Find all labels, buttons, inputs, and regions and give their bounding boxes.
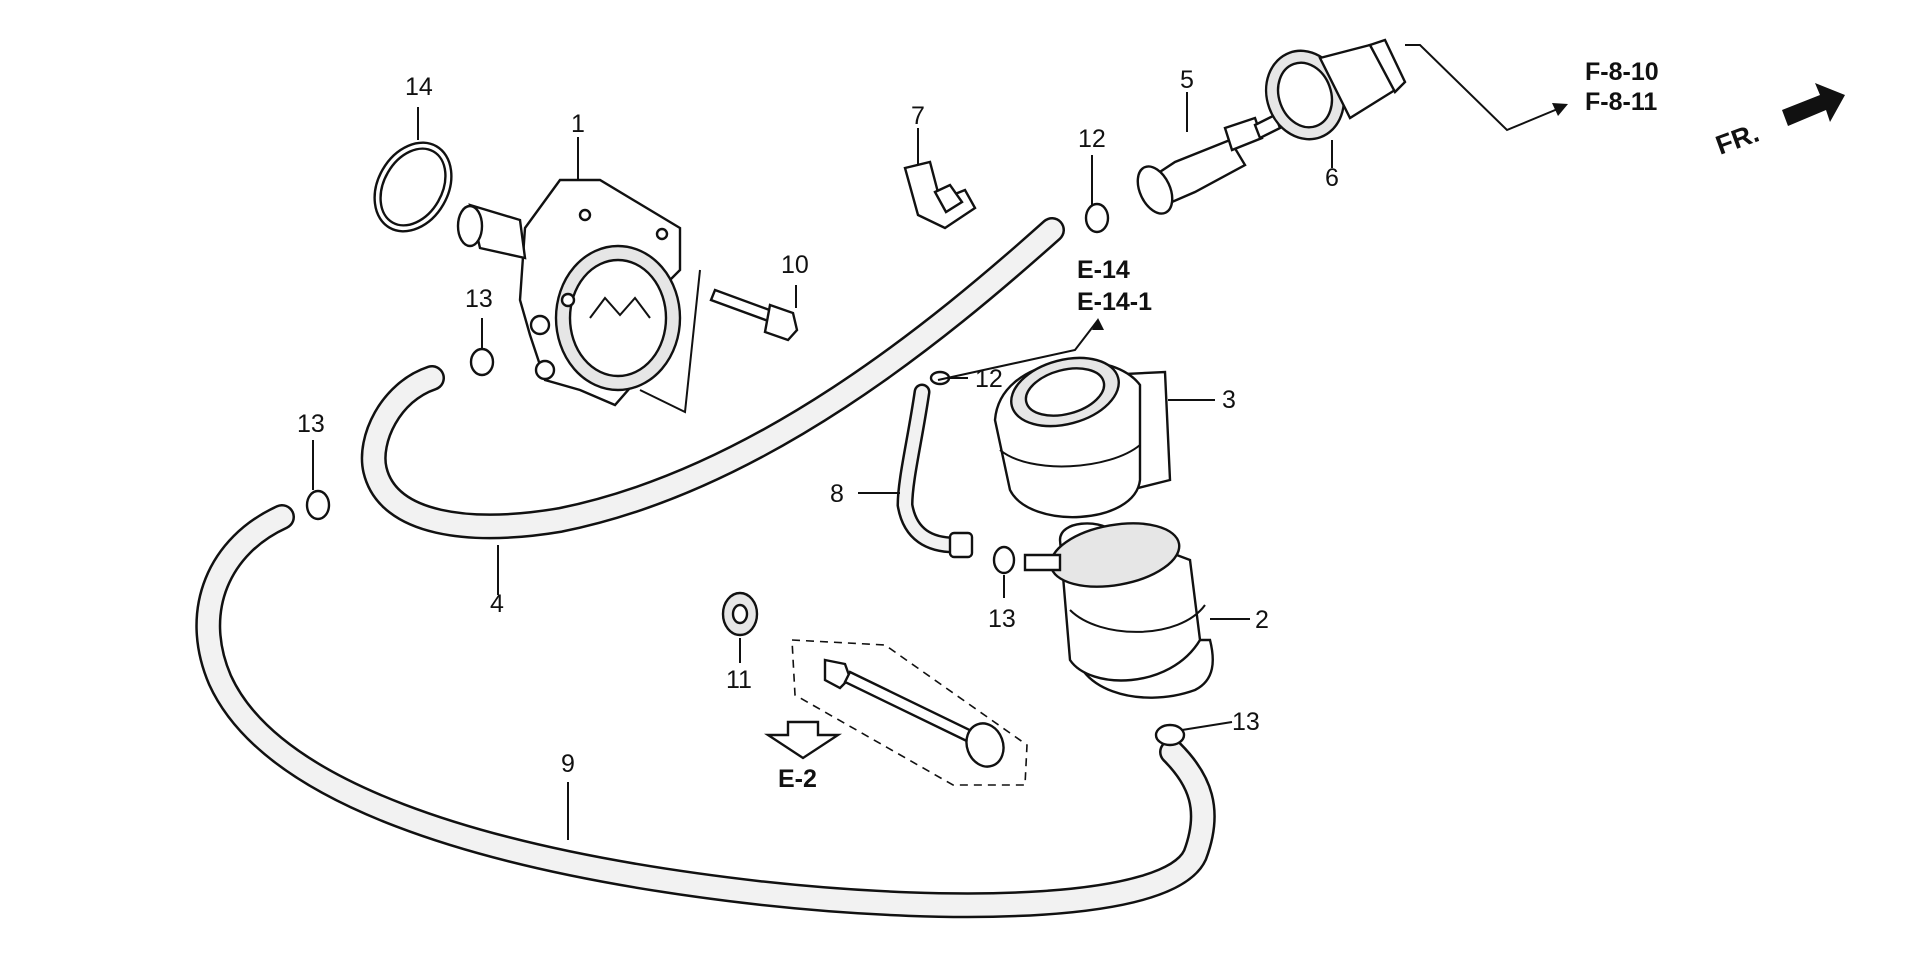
leader-lines (312, 44, 1568, 840)
callout-4: 4 (490, 590, 504, 618)
washer-11 (721, 591, 759, 637)
clamp-13-c (992, 545, 1016, 575)
callout-8: 8 (830, 480, 844, 508)
pin-detail-box (791, 639, 1028, 786)
hose-9 (195, 504, 1216, 919)
callout-13-d: 13 (1232, 708, 1260, 736)
clip-7 (903, 160, 977, 230)
callout-13-a: 13 (465, 285, 493, 313)
callout-3: 3 (1222, 386, 1236, 414)
callout-14: 14 (405, 73, 433, 101)
front-arrow-icon (1782, 83, 1845, 126)
ref-f-8-10[interactable]: F-8-10 (1585, 58, 1659, 86)
front-label: FR. (1712, 118, 1763, 161)
callout-9: 9 (561, 750, 575, 778)
callout-2: 2 (1255, 606, 1269, 634)
callout-7: 7 (911, 102, 925, 130)
clamp-12-a (1084, 202, 1110, 234)
bolt-10 (709, 288, 799, 342)
callout-6: 6 (1325, 164, 1339, 192)
callout-11: 11 (726, 666, 752, 694)
fitting-5 (1136, 113, 1282, 215)
callout-13-b: 13 (297, 410, 325, 438)
callout-12-a: 12 (1078, 125, 1106, 153)
ref-e-2[interactable]: E-2 (778, 765, 817, 793)
ref-e-14-1[interactable]: E-14-1 (1077, 288, 1152, 316)
o-ring-14 (373, 141, 453, 233)
callout-12-b: 12 (975, 365, 1003, 393)
clamp-13-a (469, 347, 495, 377)
canister-3 (993, 356, 1172, 519)
callout-13-c: 13 (988, 605, 1016, 633)
valve-body-1 (456, 178, 701, 414)
ref-e-14[interactable]: E-14 (1077, 256, 1130, 284)
hose-4 (360, 217, 1065, 540)
callout-10: 10 (781, 251, 809, 279)
clamp-13-b (305, 489, 331, 521)
clamp-13-d (1154, 723, 1186, 747)
callout-1: 1 (571, 110, 585, 138)
callout-5: 5 (1180, 66, 1194, 94)
ref-f-8-11[interactable]: F-8-11 (1585, 88, 1657, 116)
canister-2 (1023, 522, 1214, 699)
e2-arrow (763, 720, 843, 760)
connector-6 (1264, 38, 1407, 141)
hose-8 (896, 383, 974, 559)
